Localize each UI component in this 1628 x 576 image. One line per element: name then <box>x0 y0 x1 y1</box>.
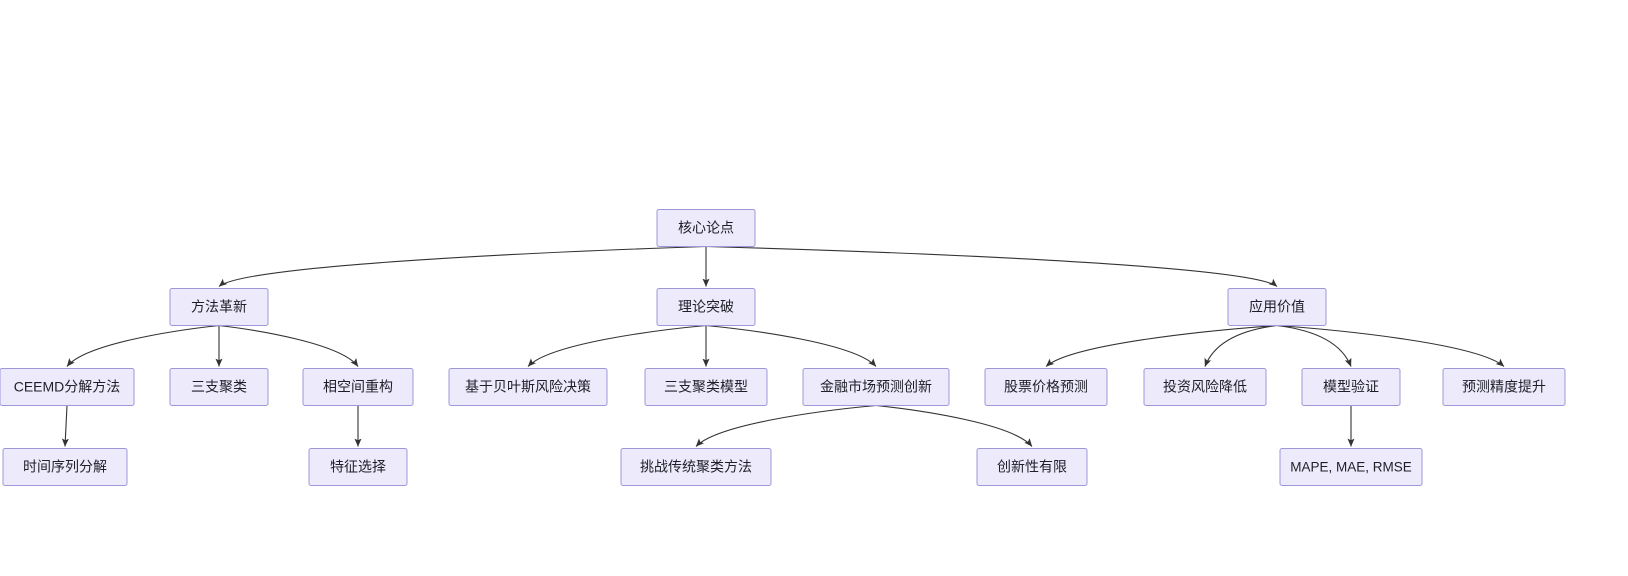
edge-root-to-l1a <box>218 245 707 287</box>
node-label-l1a: 方法革新 <box>191 299 247 315</box>
node-box-l1c[interactable] <box>1227 288 1327 326</box>
node-label-l2h: 投资风险降低 <box>1163 379 1247 395</box>
node-label-l3b: 特征选择 <box>330 459 386 475</box>
node-label-l3c: 挑战传统聚类方法 <box>640 459 752 475</box>
node-box-l2f[interactable] <box>802 368 950 406</box>
edge-l1c-to-l2i <box>1276 324 1352 367</box>
node-l3c[interactable]: 挑战传统聚类方法 <box>620 448 772 486</box>
edge-layer <box>61 245 1505 447</box>
edge-root-to-l1c <box>705 245 1278 287</box>
node-label-l3e: MAPE, MAE, RMSE <box>1290 460 1412 475</box>
node-box-l2h[interactable] <box>1143 368 1267 406</box>
edge-l2f-to-l3d <box>875 404 1033 447</box>
node-box-l2a[interactable] <box>0 368 135 406</box>
node-l2e[interactable]: 三支聚类模型 <box>644 368 768 406</box>
node-label-l3d: 创新性有限 <box>997 459 1067 475</box>
node-box-l3c[interactable] <box>620 448 772 486</box>
node-label-l2d: 基于贝叶斯风险决策 <box>465 379 591 395</box>
node-l2c[interactable]: 相空间重构 <box>302 368 414 406</box>
node-label-l2b: 三支聚类 <box>191 379 247 395</box>
node-l2i[interactable]: 模型验证 <box>1301 368 1401 406</box>
node-box-l3e[interactable] <box>1279 448 1423 486</box>
node-box-l2j[interactable] <box>1442 368 1566 406</box>
edge-l1c-to-l2j <box>1276 324 1505 367</box>
node-l1b[interactable]: 理论突破 <box>656 288 756 326</box>
node-box-l3b[interactable] <box>308 448 408 486</box>
node-box-l3a[interactable] <box>2 448 128 486</box>
node-box-root[interactable] <box>656 209 756 247</box>
node-box-l3d[interactable] <box>976 448 1088 486</box>
node-label-l2j: 预测精度提升 <box>1462 379 1546 395</box>
node-l2a[interactable]: CEEMD分解方法 <box>0 368 135 406</box>
node-box-l2e[interactable] <box>644 368 768 406</box>
node-l1c[interactable]: 应用价值 <box>1227 288 1327 326</box>
node-label-l1c: 应用价值 <box>1249 299 1305 315</box>
edge-l1b-to-l2f <box>705 324 877 367</box>
node-l2j[interactable]: 预测精度提升 <box>1442 368 1566 406</box>
edge-l2a-to-l3a <box>61 405 69 447</box>
node-l3e[interactable]: MAPE, MAE, RMSE <box>1279 448 1423 486</box>
node-label-l2c: 相空间重构 <box>323 379 393 395</box>
edge-l1c-to-l2g <box>1045 324 1278 367</box>
node-l2f[interactable]: 金融市场预测创新 <box>802 368 950 406</box>
node-l1a[interactable]: 方法革新 <box>169 288 269 326</box>
node-l2g[interactable]: 股票价格预测 <box>984 368 1108 406</box>
node-label-l1b: 理论突破 <box>678 299 734 315</box>
node-label-l2g: 股票价格预测 <box>1004 379 1088 395</box>
node-label-root: 核心论点 <box>678 220 734 236</box>
node-label-l3a: 时间序列分解 <box>23 459 107 475</box>
node-box-l2g[interactable] <box>984 368 1108 406</box>
node-box-l1b[interactable] <box>656 288 756 326</box>
node-l2h[interactable]: 投资风险降低 <box>1143 368 1267 406</box>
node-box-l2d[interactable] <box>448 368 608 406</box>
node-label-l2i: 模型验证 <box>1323 379 1379 395</box>
node-label-l2e: 三支聚类模型 <box>664 379 748 395</box>
node-box-l2i[interactable] <box>1301 368 1401 406</box>
node-root[interactable]: 核心论点 <box>656 209 756 247</box>
node-l2b[interactable]: 三支聚类 <box>169 368 269 406</box>
edge-l1a-to-l2c <box>218 324 359 367</box>
node-l3d[interactable]: 创新性有限 <box>976 448 1088 486</box>
node-l2d[interactable]: 基于贝叶斯风险决策 <box>448 368 608 406</box>
node-label-l2a: CEEMD分解方法 <box>14 379 121 395</box>
edge-l2f-to-l3c <box>695 404 877 447</box>
edge-l1a-to-l2a <box>66 324 220 367</box>
edge-l1b-to-l2d <box>527 324 707 367</box>
edge-l1c-to-l2h <box>1204 324 1278 367</box>
node-box-l2b[interactable] <box>169 368 269 406</box>
node-l3a[interactable]: 时间序列分解 <box>2 448 128 486</box>
node-box-l1a[interactable] <box>169 288 269 326</box>
node-label-l2f: 金融市场预测创新 <box>820 379 932 395</box>
node-l3b[interactable]: 特征选择 <box>308 448 408 486</box>
node-box-l2c[interactable] <box>302 368 414 406</box>
